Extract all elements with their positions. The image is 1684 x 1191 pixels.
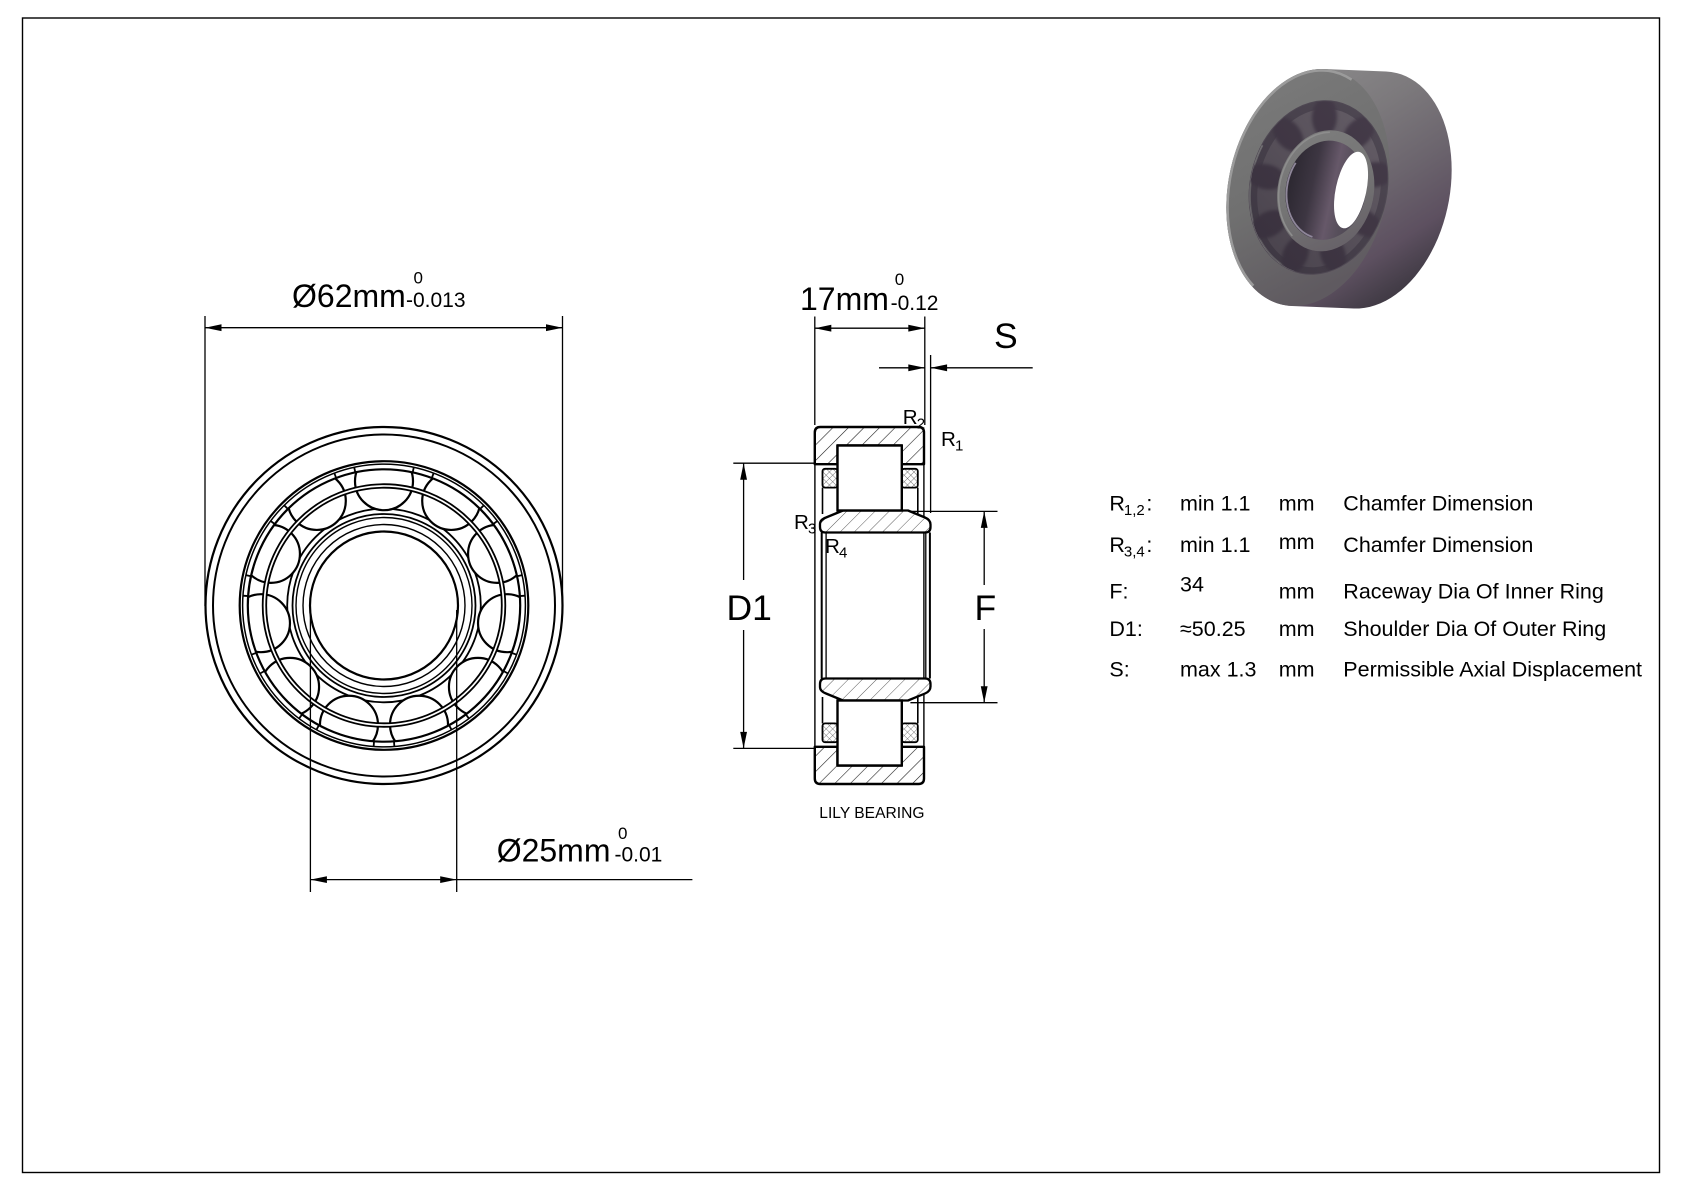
- svg-text:-0.013: -0.013: [406, 289, 466, 312]
- svg-text:D1: D1: [727, 588, 772, 628]
- svg-text:mm: mm: [1279, 580, 1315, 604]
- svg-text:Chamfer Dimension: Chamfer Dimension: [1343, 492, 1533, 516]
- svg-text:F:: F:: [1109, 580, 1128, 604]
- svg-text:3,4: 3,4: [1124, 543, 1145, 560]
- svg-text:1: 1: [955, 438, 963, 455]
- svg-text:mm: mm: [1279, 492, 1315, 516]
- svg-text:≈50.25: ≈50.25: [1180, 617, 1246, 641]
- svg-text:min 1.1: min 1.1: [1180, 533, 1251, 557]
- svg-text:R: R: [825, 535, 840, 558]
- svg-text:Shoulder Dia Of Outer Ring: Shoulder Dia Of Outer Ring: [1343, 617, 1606, 641]
- svg-text:R: R: [903, 406, 918, 429]
- svg-text:min 1.1: min 1.1: [1180, 492, 1251, 516]
- svg-text:max 1.3: max 1.3: [1180, 657, 1257, 681]
- svg-text:1,2: 1,2: [1124, 502, 1145, 519]
- svg-text:0: 0: [618, 824, 627, 843]
- svg-text:17mm: 17mm: [800, 281, 889, 317]
- svg-text:D1:: D1:: [1109, 617, 1142, 641]
- svg-text:4: 4: [839, 545, 847, 562]
- svg-text:34: 34: [1180, 573, 1204, 597]
- svg-text:LILY BEARING: LILY BEARING: [819, 805, 924, 822]
- svg-text:2: 2: [917, 416, 925, 433]
- svg-text:Ø25mm: Ø25mm: [497, 833, 611, 869]
- svg-text:-0.12: -0.12: [891, 292, 939, 315]
- svg-text:-0.01: -0.01: [615, 844, 663, 867]
- svg-text:0: 0: [414, 269, 423, 288]
- svg-text::: :: [1146, 533, 1152, 557]
- svg-text:Chamfer Dimension: Chamfer Dimension: [1343, 533, 1533, 557]
- svg-text:mm: mm: [1279, 617, 1315, 641]
- svg-text:mm: mm: [1279, 530, 1315, 554]
- svg-text:Permissible Axial Displacement: Permissible Axial Displacement: [1343, 657, 1642, 681]
- svg-text:S:: S:: [1109, 657, 1129, 681]
- svg-text:R: R: [794, 511, 809, 534]
- svg-text:S: S: [994, 316, 1018, 356]
- svg-text:R: R: [1109, 492, 1125, 516]
- svg-text:R: R: [941, 428, 956, 451]
- svg-text:3: 3: [808, 521, 816, 538]
- svg-text:F: F: [975, 588, 997, 628]
- svg-text:Ø62mm: Ø62mm: [292, 278, 406, 314]
- svg-text::: :: [1146, 492, 1152, 516]
- svg-text:mm: mm: [1279, 657, 1315, 681]
- svg-text:Raceway Dia Of Inner Ring: Raceway Dia Of Inner Ring: [1343, 580, 1604, 604]
- svg-text:0: 0: [895, 270, 904, 289]
- svg-text:R: R: [1109, 533, 1125, 557]
